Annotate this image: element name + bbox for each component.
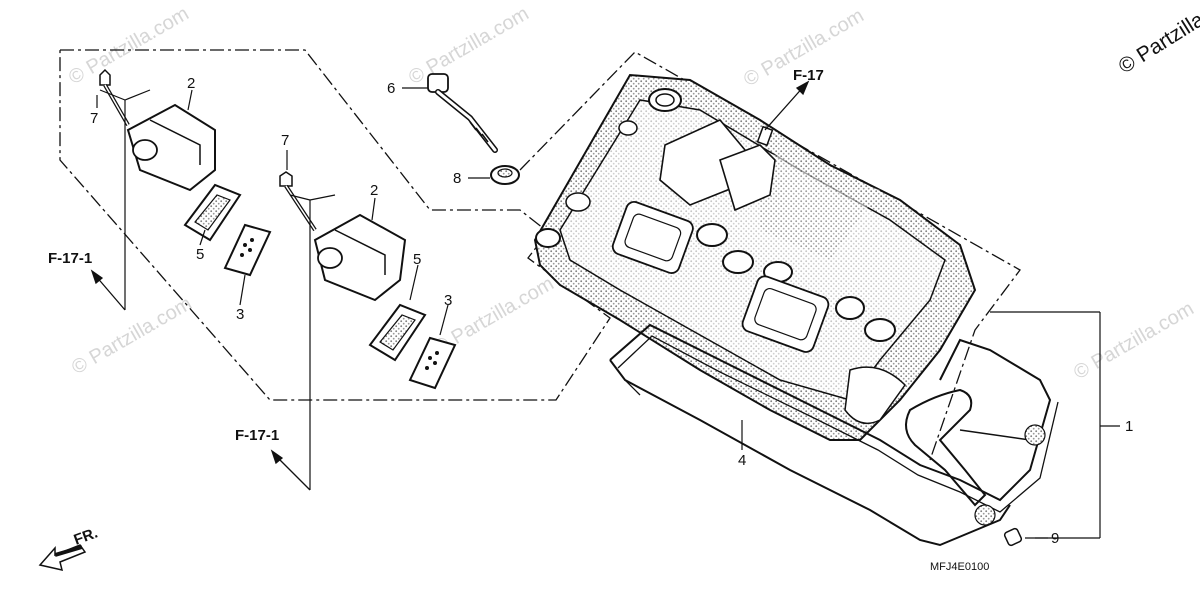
- connector-right: [408, 336, 457, 390]
- rubber-cap: [1003, 527, 1023, 547]
- callout-9: 9: [1051, 530, 1059, 547]
- callout-3-left: 3: [236, 306, 244, 323]
- ignition-coil-left: [99, 68, 216, 192]
- ref-f17: F-17: [793, 67, 824, 84]
- callout-6: 6: [387, 80, 395, 97]
- callout-2-left: 2: [187, 75, 195, 92]
- coil-seal-right: [368, 303, 427, 362]
- plug-hole-gasket: [905, 388, 1046, 526]
- callout-7-left: 7: [90, 110, 98, 127]
- callout-5-right: 5: [413, 251, 421, 268]
- ignition-coil-right: [279, 171, 407, 302]
- front-direction-arrow: FR.: [38, 525, 101, 572]
- connector-left: [223, 223, 272, 277]
- callout-7-right: 7: [281, 132, 289, 149]
- leader-lines: [96, 87, 1120, 539]
- callout-5-left: 5: [196, 246, 204, 263]
- bolt-6: [427, 73, 498, 153]
- cylinder-head-cover: [533, 73, 977, 441]
- callout-3-right: 3: [444, 292, 452, 309]
- washer-8: [490, 165, 520, 185]
- coil-seal-left: [183, 183, 242, 242]
- ref-f17-1-right: F-17-1: [235, 427, 279, 444]
- group-outline-right: [519, 51, 1021, 461]
- diagram-code: MFJ4E0100: [930, 561, 989, 573]
- callout-2-right: 2: [370, 182, 378, 199]
- group-outline-left: [59, 49, 611, 401]
- reference-arrows: [90, 80, 810, 491]
- ref-f17-1-left: F-17-1: [48, 250, 92, 267]
- callout-1: 1: [1125, 418, 1133, 435]
- front-label: FR.: [72, 525, 101, 549]
- callout-8: 8: [453, 170, 461, 187]
- callout-4: 4: [738, 452, 746, 469]
